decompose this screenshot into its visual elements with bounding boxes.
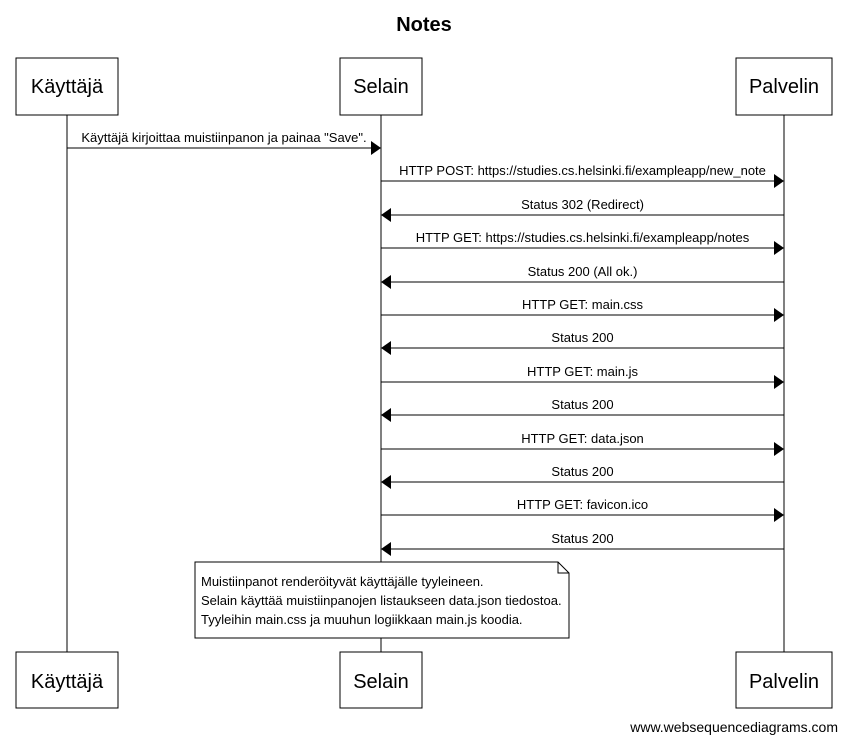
message-label: HTTP GET: favicon.ico [517,497,648,512]
message-label: HTTP GET: main.css [522,297,644,312]
arrowhead-icon [381,408,391,422]
message: Status 200 [381,464,784,489]
message-label: HTTP GET: data.json [521,431,644,446]
message-label: HTTP POST: https://studies.cs.helsinki.f… [399,163,766,178]
message-label: Status 200 [551,464,613,479]
message: HTTP POST: https://studies.cs.helsinki.f… [381,163,784,188]
arrowhead-icon [371,141,381,155]
message: HTTP GET: data.json [381,431,784,456]
message-label: Status 200 (All ok.) [528,264,638,279]
message-label: Status 200 [551,531,613,546]
actor-palvelin-top: Palvelin [735,57,833,116]
note-line: Muistiinpanot renderöityvät käyttäjälle … [201,574,484,589]
message: Status 200 [381,330,784,355]
arrowhead-icon [381,208,391,222]
actor-label: Käyttäjä [31,76,104,98]
note: Muistiinpanot renderöityvät käyttäjälle … [194,561,570,639]
arrowhead-icon [381,275,391,289]
arrowhead-icon [774,174,784,188]
diagram-title: Notes [396,14,452,36]
arrowhead-icon [774,442,784,456]
actor-label: Palvelin [749,671,819,693]
note-line: Selain käyttää muistiinpanojen listaukse… [201,593,562,608]
message-label: HTTP GET: https://studies.cs.helsinki.fi… [416,230,750,245]
actor-palvelin-bottom: Palvelin [735,651,833,709]
message-label: Status 200 [551,397,613,412]
arrowhead-icon [381,542,391,556]
actor-selain-bottom: Selain [339,651,423,709]
actor-label: Selain [353,76,409,98]
actor-selain-top: Selain [339,57,423,116]
message: HTTP GET: favicon.ico [381,497,784,522]
arrowhead-icon [774,241,784,255]
message: HTTP GET: main.css [381,297,784,322]
message-label: Status 302 (Redirect) [521,197,644,212]
message: Käyttäjä kirjoittaa muistiinpanon ja pai… [67,130,381,155]
message: HTTP GET: https://studies.cs.helsinki.fi… [381,230,784,255]
message-label: Status 200 [551,330,613,345]
message: HTTP GET: main.js [381,364,784,389]
message: Status 200 [381,531,784,556]
actor-kayttaja-top: Käyttäjä [15,57,119,116]
actor-label: Palvelin [749,76,819,98]
actor-label: Käyttäjä [31,671,104,693]
message: Status 302 (Redirect) [381,197,784,222]
actor-kayttaja-bottom: Käyttäjä [15,651,119,709]
message-label: Käyttäjä kirjoittaa muistiinpanon ja pai… [81,130,366,145]
arrowhead-icon [774,508,784,522]
message: Status 200 [381,397,784,422]
message-label: HTTP GET: main.js [527,364,639,379]
actor-label: Selain [353,671,409,693]
note-line: Tyyleihin main.css ja muuhun logiikkaan … [201,612,523,627]
arrowhead-icon [774,308,784,322]
footer-credit: www.websequencediagrams.com [629,719,838,735]
message: Status 200 (All ok.) [381,264,784,289]
messages: Käyttäjä kirjoittaa muistiinpanon ja pai… [67,130,784,556]
arrowhead-icon [381,475,391,489]
arrowhead-icon [381,341,391,355]
arrowhead-icon [774,375,784,389]
